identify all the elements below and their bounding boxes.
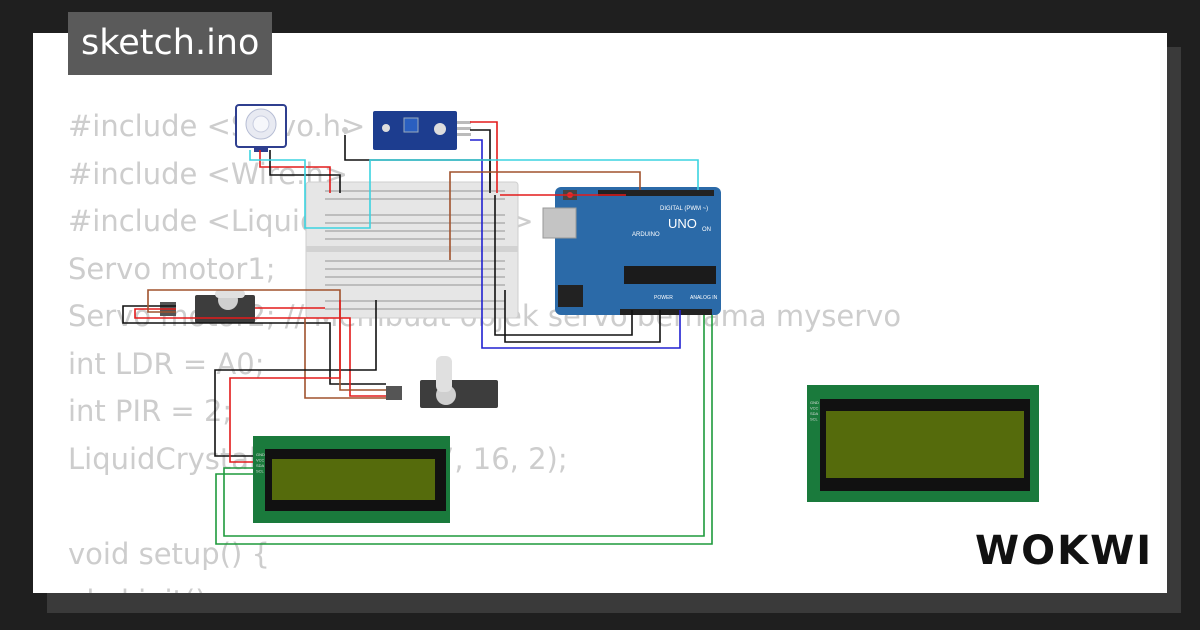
lcd-pin-label: VCC	[256, 458, 265, 463]
code-line: void setup() {	[68, 536, 270, 571]
sketch-title: sketch.ino	[68, 12, 273, 75]
code-line: #include <Wire.h>	[68, 156, 349, 191]
wokwi-logo: WOKWI	[975, 528, 1154, 574]
power-label: POWER	[654, 295, 673, 301]
lcd-display-1[interactable]	[253, 436, 450, 523]
ldr-module[interactable]	[342, 111, 471, 150]
code-line: int LDR = A0;	[68, 346, 265, 381]
board-name: UNO	[668, 216, 697, 231]
code-line: Servo motor1;	[68, 251, 276, 286]
on-label: ON	[702, 227, 711, 233]
lcd-display-2[interactable]	[807, 385, 1039, 502]
code-line: lcd.init();	[68, 578, 901, 593]
wires	[122, 121, 713, 545]
digital-label: DIGITAL (PWM ~)	[660, 206, 708, 212]
code-line: int PIR = 2;	[68, 394, 233, 428]
analog-label: ANALOG IN	[690, 295, 718, 301]
breadboard[interactable]	[305, 181, 519, 319]
lcd-pin-label: GND	[256, 452, 265, 457]
lcd-pin-label: SCL	[810, 417, 819, 422]
lcd-pin-label: SCL	[256, 469, 265, 474]
arduino-uno[interactable]: DIGITAL (PWM ~) UNO ARDUINO ON POWER ANA…	[542, 187, 721, 315]
lcd-pin-label: SDA	[256, 463, 265, 468]
board-maker: ARDUINO	[632, 232, 660, 238]
lcd-pin-label: SDA	[810, 411, 819, 416]
lcd-pin-label: GND	[810, 400, 819, 405]
lcd-pin-label: VCC	[810, 406, 819, 411]
servo-motor-2[interactable]	[386, 356, 498, 408]
pir-sensor[interactable]	[235, 104, 287, 152]
